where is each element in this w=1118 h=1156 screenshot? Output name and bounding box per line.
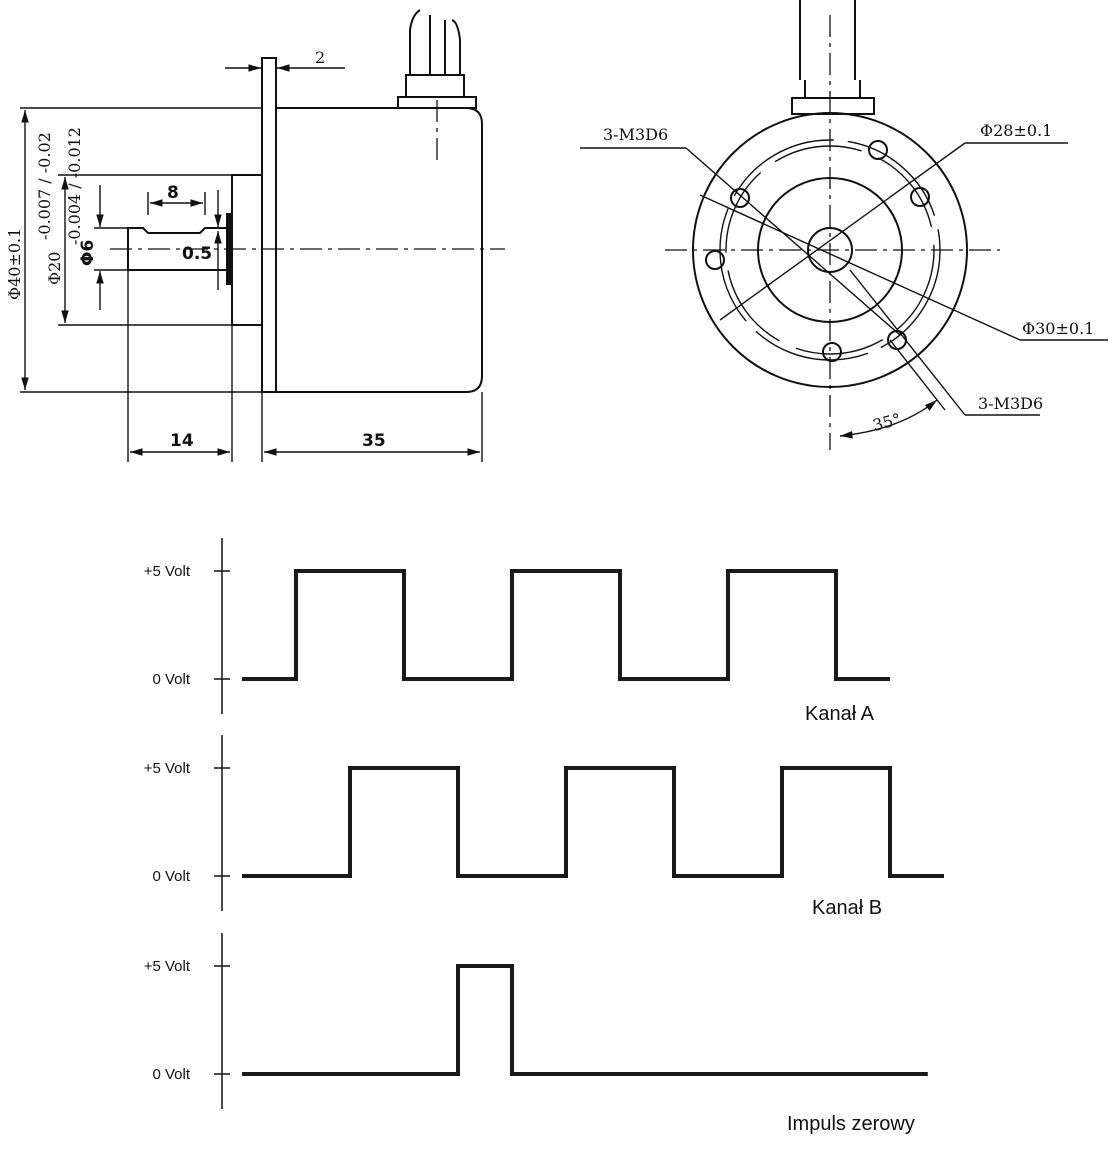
label-high: +5 Volt <box>144 958 191 975</box>
angle-label: 35° <box>871 409 903 435</box>
waveform-1 <box>242 766 944 878</box>
label-high: +5 Volt <box>144 563 191 580</box>
label-high: +5 Volt <box>144 760 191 777</box>
encoder-body <box>276 107 483 393</box>
dim-shaft-tolerance: -0.004 / -0.012 <box>65 127 84 245</box>
waveform-2 <box>242 964 928 1076</box>
dim-shaft-length: 14 <box>170 431 194 451</box>
side-view: 2 8 0.5 Φ40±0.1 Φ20 -0.007 / -0.02 Φ6 -0… <box>5 9 505 462</box>
holes-label-top: 3-M3D6 <box>603 125 668 144</box>
shaft <box>127 227 232 271</box>
waveform-0 <box>242 569 890 681</box>
dim-flange: 2 <box>315 48 325 67</box>
label-low: 0 Volt <box>152 671 190 688</box>
signal-name: Kanał A <box>805 703 875 725</box>
cable <box>409 9 461 75</box>
dim-body-length: 35 <box>362 431 386 451</box>
hub <box>231 174 263 326</box>
flange <box>261 57 277 393</box>
dim-shaft-diameter: Φ6 <box>78 240 98 266</box>
signal-name: Kanał B <box>812 897 882 919</box>
dim-keyway: 8 <box>167 183 179 203</box>
pcd-28-label: Φ28±0.1 <box>980 121 1052 140</box>
shaft-circle <box>807 227 853 273</box>
pcd-30-label: Φ30±0.1 <box>1022 319 1094 338</box>
dim-hub-diameter: Φ20 <box>45 252 64 285</box>
label-low: 0 Volt <box>152 1066 190 1083</box>
dim-body-diameter: Φ40±0.1 <box>5 228 24 300</box>
front-view: 3-M3D6 Φ28±0.1 Φ30±0.1 3-M3D6 35° <box>580 0 1108 450</box>
label-low: 0 Volt <box>152 868 190 885</box>
outer-circle <box>692 112 968 388</box>
holes-label-bottom: 3-M3D6 <box>978 394 1043 413</box>
dim-hub-tolerance: -0.007 / -0.02 <box>35 132 54 240</box>
signal-name: Impuls zerowy <box>787 1113 915 1135</box>
dim-step: 0.5 <box>182 244 212 264</box>
